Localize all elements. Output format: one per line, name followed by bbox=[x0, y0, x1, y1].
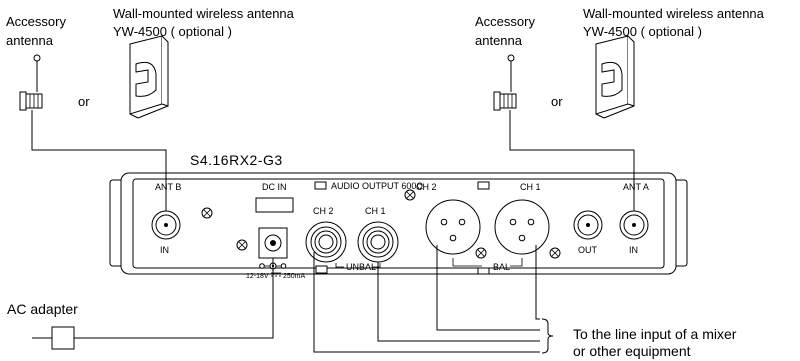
output-note-line1: To the line input of a mixer bbox=[573, 326, 737, 342]
power-switch bbox=[255, 197, 294, 213]
right-wall-antenna-icon bbox=[595, 35, 635, 119]
right-antenna-group: Accessory antenna or Wall-mounted wirele… bbox=[475, 6, 765, 119]
bal-label: BAL bbox=[493, 262, 510, 272]
output-brace bbox=[541, 318, 554, 354]
panel-outer-frame bbox=[120, 172, 677, 275]
dc-jack bbox=[258, 227, 288, 259]
bal-bracket-right bbox=[510, 258, 523, 267]
cable-bal-ch1 bbox=[535, 245, 540, 320]
panel-inner-face bbox=[132, 178, 665, 269]
bal-indicator-top bbox=[477, 181, 490, 190]
unbal-bracket-left bbox=[335, 263, 344, 268]
screw-icon bbox=[404, 189, 416, 201]
right-mounting-ear bbox=[676, 179, 688, 267]
left-wall-label-line1: Wall-mounted wireless antenna bbox=[113, 6, 295, 21]
rear-panel: ANT B IN DC IN bbox=[109, 172, 688, 280]
right-accessory-antenna-icon bbox=[493, 54, 517, 111]
right-accessory-label-line2: antenna bbox=[475, 33, 523, 48]
left-accessory-antenna-icon bbox=[19, 54, 43, 111]
bal-ch1-label: CH 1 bbox=[520, 182, 541, 192]
left-antenna-group: Accessory antenna or Wall-mounted wirele… bbox=[6, 6, 295, 119]
out-label: OUT bbox=[578, 245, 598, 255]
ant-b-label: ANT B bbox=[155, 182, 181, 192]
left-or-label: or bbox=[78, 94, 90, 109]
right-or-label: or bbox=[551, 94, 563, 109]
dc-rating-current: 250mA bbox=[283, 273, 306, 280]
ant-b-connector bbox=[151, 210, 181, 240]
left-accessory-label-line1: Accessory bbox=[6, 14, 66, 29]
bal-indicator-bottom bbox=[477, 267, 490, 275]
cable-bal-ch2 bbox=[436, 245, 540, 331]
screw-icon bbox=[475, 247, 487, 259]
cable-ac-adapter-to-dc-in bbox=[74, 258, 274, 339]
unbal-ch1-jack bbox=[357, 221, 399, 263]
screw-icon bbox=[236, 239, 248, 251]
cable-unbal-ch1 bbox=[377, 262, 540, 342]
bal-ch1-xlr bbox=[494, 199, 550, 255]
screw-icon bbox=[201, 207, 213, 219]
model-name: S4.16RX2-G3 bbox=[190, 152, 283, 168]
out-connector bbox=[573, 210, 603, 240]
ant-a-in-connector bbox=[619, 210, 649, 240]
unbal-ch2-label: CH 2 bbox=[313, 206, 334, 216]
output-note-line2: or other equipment bbox=[573, 343, 691, 359]
ac-adapter-label: AC adapter bbox=[7, 301, 78, 317]
unbal-label: UNBAL bbox=[346, 262, 376, 272]
ant-b-in-label: IN bbox=[160, 245, 169, 255]
left-wall-label-line2: YW-4500 ( optional ) bbox=[113, 24, 232, 39]
right-wall-label-line2: YW-4500 ( optional ) bbox=[583, 24, 702, 39]
unbal-bracket-right bbox=[372, 263, 381, 268]
dc-polarity-icon bbox=[259, 262, 287, 270]
output-cables bbox=[313, 245, 554, 354]
cable-unbal-ch2 bbox=[313, 252, 540, 353]
cable-right-antenna-to-ant-a bbox=[509, 110, 635, 212]
left-mounting-ear bbox=[109, 179, 121, 267]
ac-adapter-group: AC adapter bbox=[7, 258, 274, 350]
bal-bracket-left bbox=[452, 258, 482, 267]
unbal-indicator bbox=[315, 265, 328, 274]
dc-in-label: DC IN bbox=[262, 182, 287, 192]
screw-icon bbox=[549, 247, 561, 259]
left-accessory-label-line2: antenna bbox=[6, 33, 54, 48]
unbal-ch1-label: CH 1 bbox=[365, 206, 386, 216]
ant-a-label: ANT A bbox=[623, 182, 649, 192]
antenna-cables bbox=[31, 110, 635, 212]
audio-output-label: AUDIO OUTPUT 600Ω bbox=[331, 181, 423, 191]
ac-adapter-icon bbox=[32, 326, 75, 350]
left-wall-antenna-icon bbox=[129, 35, 169, 119]
bal-ch2-xlr bbox=[425, 199, 481, 255]
right-wall-label-line1: Wall-mounted wireless antenna bbox=[583, 6, 765, 21]
bal-ch2-label: CH 2 bbox=[416, 182, 437, 192]
dc-rating-voltage: 12-18V bbox=[246, 273, 269, 280]
unbal-ch2-jack bbox=[305, 221, 347, 263]
right-accessory-label-line1: Accessory bbox=[475, 14, 535, 29]
cable-left-antenna-to-ant-b bbox=[31, 110, 167, 212]
ant-a-in-label: IN bbox=[629, 245, 638, 255]
audio-output-led bbox=[314, 181, 327, 190]
